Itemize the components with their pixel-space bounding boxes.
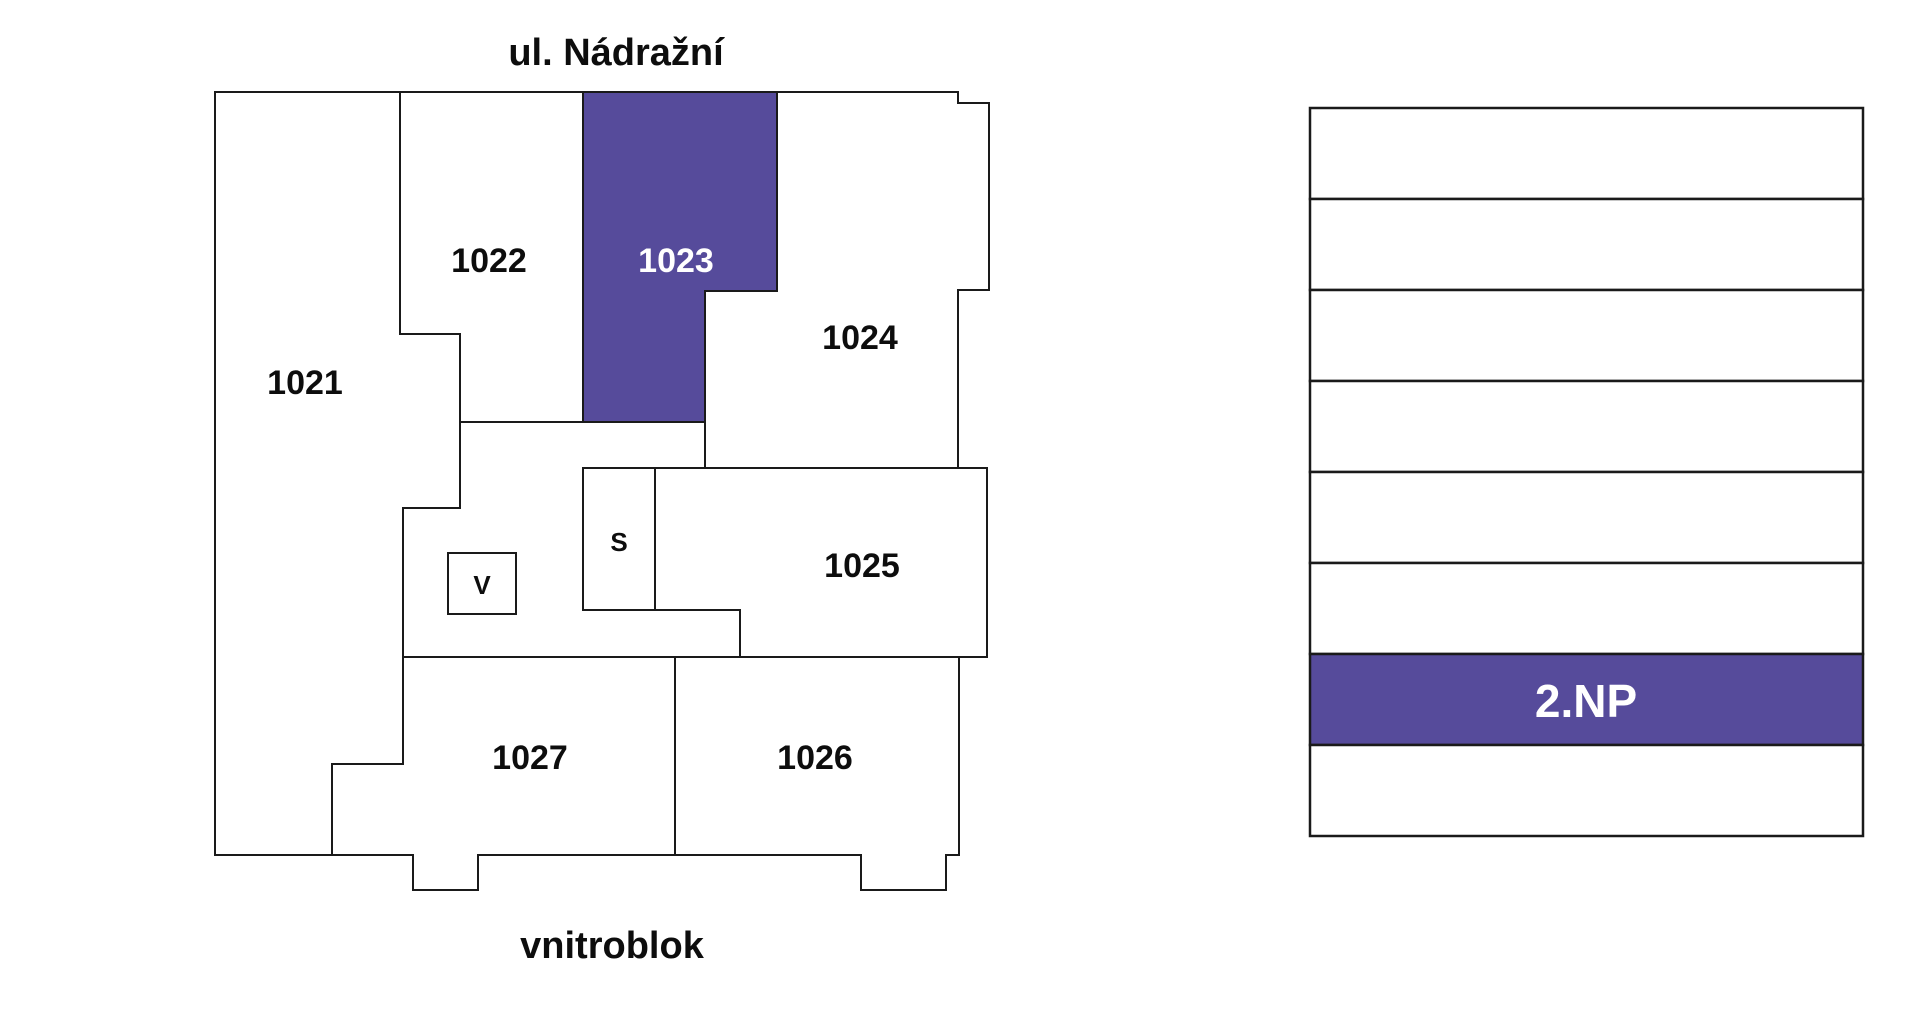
street-label-bottom: vnitroblok — [520, 925, 705, 967]
elevator-box: V — [447, 552, 517, 615]
floor-row-1np[interactable] — [1308, 743, 1865, 838]
unit-1027[interactable]: 1027 — [331, 656, 676, 891]
unit-1024-label: 1024 — [822, 319, 898, 357]
unit-1021-label: 1021 — [267, 364, 343, 402]
unit-1023-label: 1023 — [638, 242, 714, 280]
floor-row-8np[interactable] — [1308, 106, 1865, 201]
unit-1022-label: 1022 — [451, 242, 527, 280]
unit-1025[interactable]: 1025 — [654, 467, 988, 658]
unit-1022[interactable]: 1022 — [399, 91, 584, 423]
floorplan: ul. Nádražní 1021 1022 1023 1024 — [214, 32, 990, 967]
unit-1024[interactable]: 1024 — [704, 91, 990, 469]
floor-row-4np[interactable] — [1308, 470, 1865, 565]
unit-1027-label: 1027 — [492, 739, 568, 777]
unit-1025-label: 1025 — [824, 547, 900, 585]
unit-1026[interactable]: 1026 — [674, 656, 960, 891]
floor-row-6np[interactable] — [1308, 288, 1865, 383]
floor-row-3np[interactable] — [1308, 561, 1865, 656]
elevator-label: V — [473, 570, 491, 600]
floor-row-2np-label: 2.NP — [1535, 675, 1637, 727]
stairs-label: S — [610, 527, 627, 557]
unit-1026-label: 1026 — [777, 739, 853, 777]
floor-section-diagram: 2.NP — [1308, 106, 1865, 838]
floor-row-2np[interactable]: 2.NP — [1308, 652, 1865, 747]
street-label-top: ul. Nádražní — [508, 32, 725, 74]
stairs-box: S — [582, 467, 656, 611]
floor-row-7np[interactable] — [1308, 197, 1865, 292]
floor-row-5np[interactable] — [1308, 379, 1865, 474]
unit-1021[interactable]: 1021 — [214, 91, 461, 856]
